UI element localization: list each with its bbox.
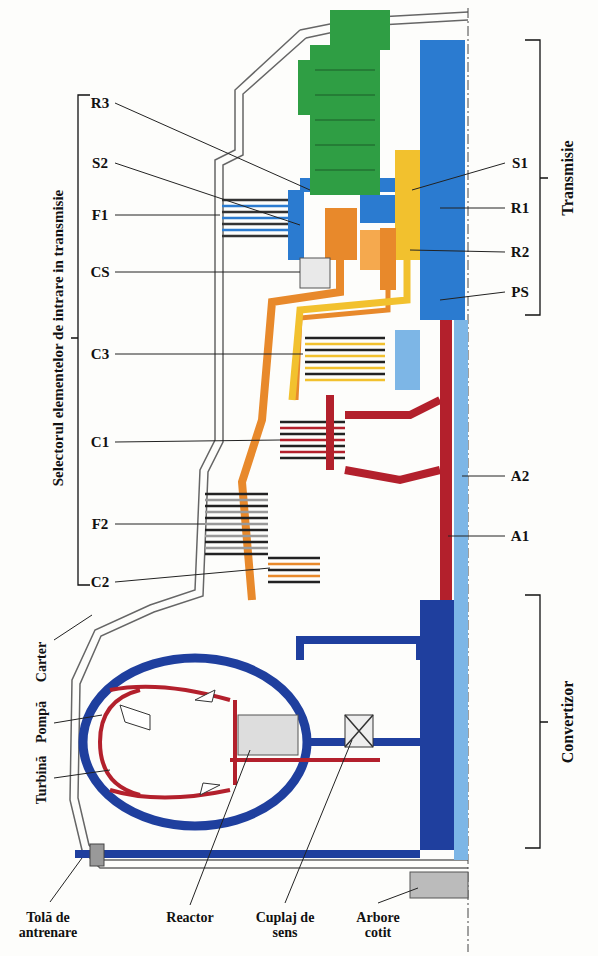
part-label: Reactor (155, 910, 225, 925)
part-letter: R3 (91, 95, 109, 112)
part-letter: C3 (91, 346, 109, 363)
part-label: Pompă (34, 701, 49, 743)
group-brackets (71, 40, 548, 848)
part-letter: C2 (91, 574, 109, 591)
part-letter: R1 (511, 200, 529, 217)
part-letter: F2 (92, 516, 109, 533)
part-label: Tolă de antrenare (8, 910, 88, 941)
part-letter: S1 (512, 155, 528, 172)
part-letter: A1 (511, 528, 529, 545)
leader-lines (50, 103, 505, 905)
part-letter: C1 (91, 434, 109, 451)
part-label: Cuplaj de sens (253, 910, 317, 941)
part-label: Carter (34, 642, 49, 682)
part-letter: CS (90, 264, 109, 281)
group-label: Convertizor (559, 681, 577, 764)
part-letter: S2 (92, 155, 108, 172)
planetary-gearset (242, 10, 465, 600)
part-letter: R2 (511, 244, 529, 261)
torque-converter (75, 640, 468, 898)
part-letter: A2 (511, 468, 529, 485)
part-letter: F1 (92, 207, 109, 224)
clutch-packs (205, 200, 385, 582)
part-label: Turbină (34, 756, 49, 805)
part-letter: PS (511, 284, 529, 301)
housing-outline (70, 12, 468, 868)
part-label: Arbore cotit (346, 910, 410, 941)
group-label: Selectorul elementelor de intrare in tra… (50, 190, 67, 486)
group-label: Transmisie (559, 140, 577, 215)
shafts (330, 320, 468, 860)
